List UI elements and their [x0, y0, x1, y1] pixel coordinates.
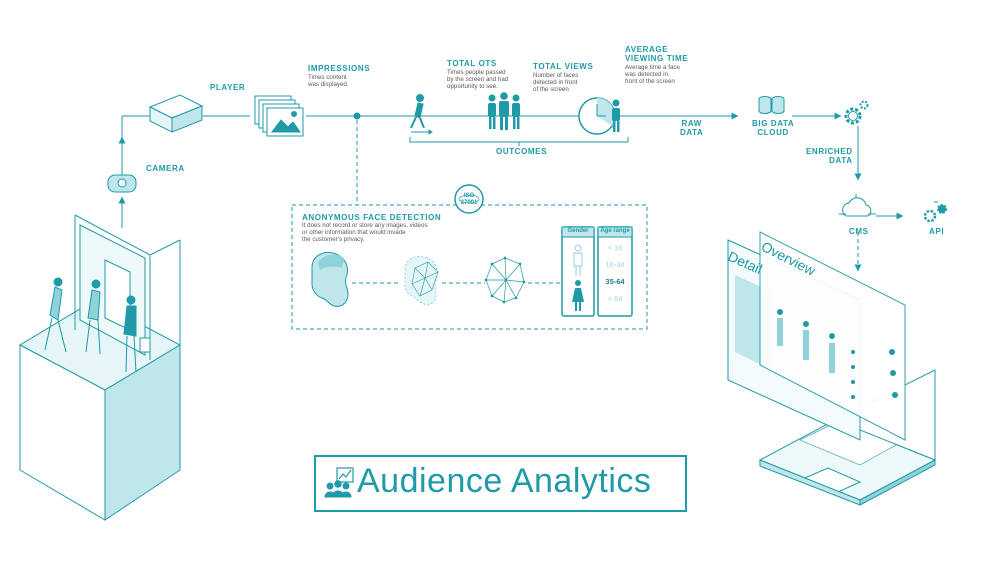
api-gear-icon [923, 201, 947, 223]
total-ots-label: TOTAL OTS [447, 59, 497, 68]
face-detection-description: It does not record or store any images, … [302, 222, 428, 243]
age-range-item: 16-34 [605, 260, 625, 269]
outcomes-label: OUTCOMES [496, 147, 548, 156]
walking-person-icon [410, 94, 433, 135]
face-mesh-icon [404, 256, 439, 305]
group-icon [488, 92, 520, 130]
store-scene [18, 214, 182, 521]
player-label: PLAYER [210, 83, 246, 92]
camera-icon [107, 174, 137, 193]
title-box [314, 455, 687, 512]
laptop-dashboard [727, 231, 937, 506]
impressions-stack-icon [254, 95, 304, 137]
cms-label: CMS [849, 227, 869, 236]
camera-label: CAMERA [146, 164, 185, 173]
age-range-list: < 16 16-34 35-64 > 64 [599, 243, 631, 311]
age-panel-header: Age range [600, 228, 630, 234]
gender-panel-header: Gender [567, 228, 589, 234]
page-title: Audience Analytics [357, 462, 652, 500]
face-detection-label: ANONYMOUS FACE DETECTION [302, 213, 442, 222]
face-silhouette-icon [311, 252, 349, 307]
player-box-icon [148, 94, 204, 133]
clock-icon [578, 97, 620, 135]
face-wireframe-icon [484, 256, 526, 304]
iso-badge-icon [454, 184, 484, 214]
impressions-label: IMPRESSIONS [308, 64, 371, 73]
age-range-item: 35-64 [605, 277, 625, 286]
api-label: API [929, 227, 945, 236]
total-views-label: TOTAL VIEWS [533, 62, 594, 71]
age-range-item: < 16 [607, 243, 623, 252]
database-icon [758, 96, 785, 114]
audience-logo-icon [324, 467, 354, 498]
gear-icon [844, 100, 869, 125]
age-panel-frame [597, 226, 633, 317]
gender-panel [561, 226, 595, 317]
outcomes-bracket [409, 137, 629, 146]
cloud-icon [839, 194, 876, 217]
age-range-item: > 64 [607, 294, 623, 303]
